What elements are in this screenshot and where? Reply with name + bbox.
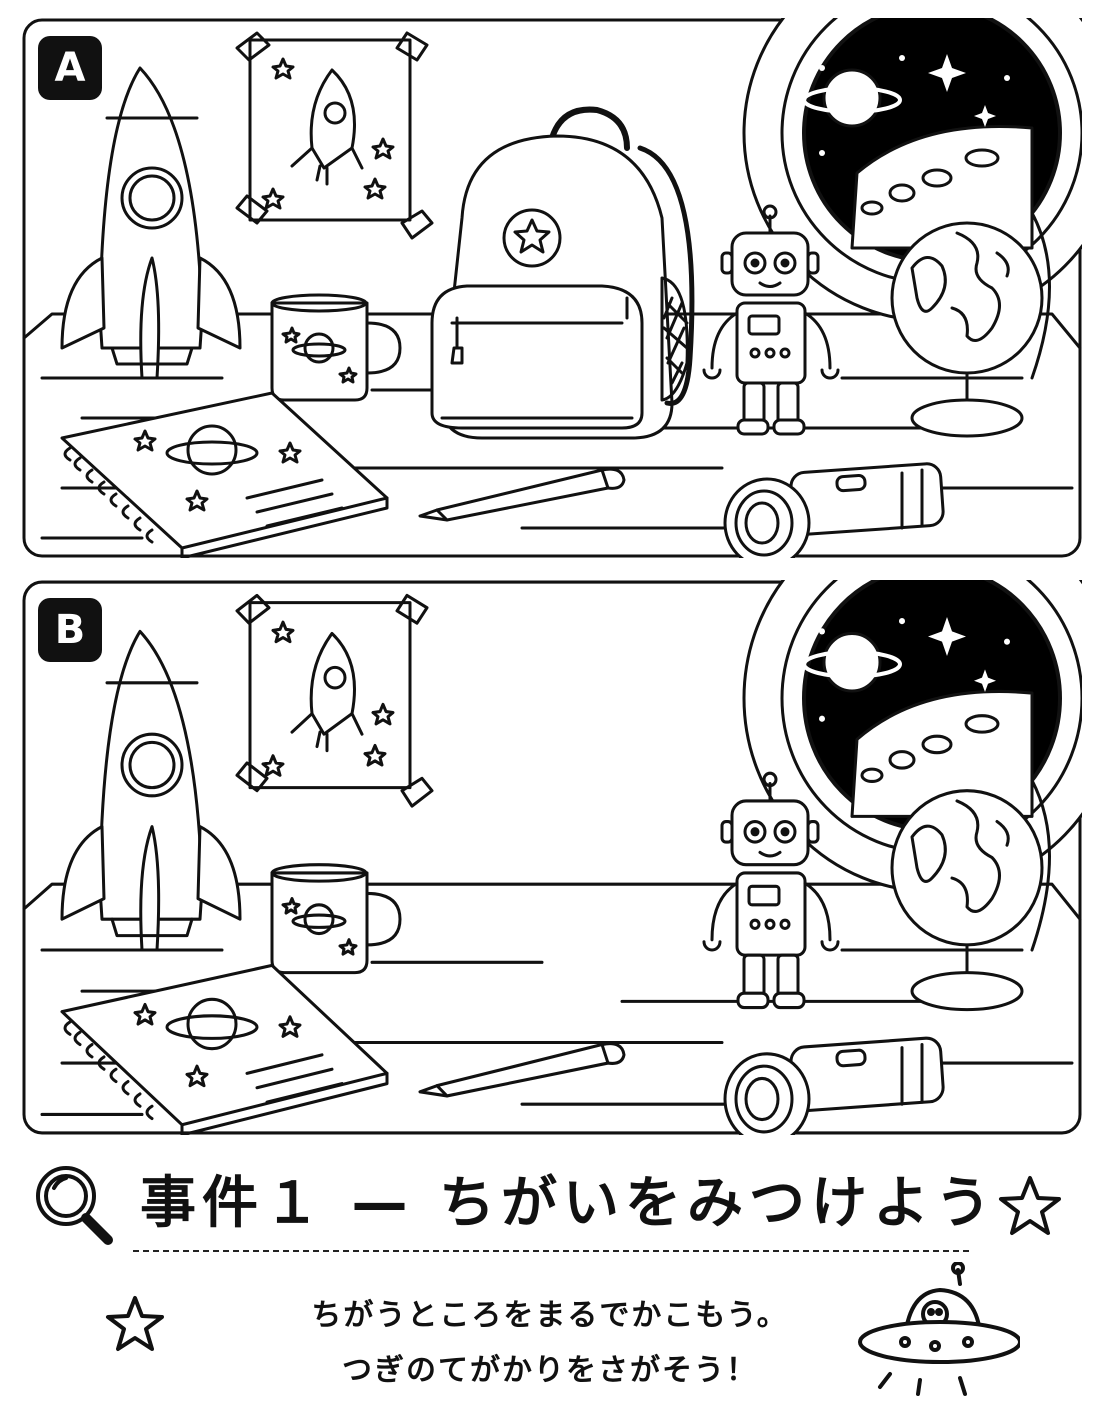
title-row: 事件１ — ちがいをみつけよう [0,1150,1103,1245]
star-icon [999,1176,1061,1235]
ufo-icon [858,1262,1020,1396]
instruction-line-1: ちがうところをまるでかこもう。 [311,1298,789,1333]
panel-label-b: B [38,598,102,662]
instruction-line-2: つぎのてがかりをさがそう！ [342,1353,758,1388]
magnifier-icon [36,1166,113,1245]
panel-label-a: A [38,36,102,100]
scene-illustration-b[interactable] [22,580,1082,1135]
star-icon [106,1296,164,1351]
page-title: 事件１ — ちがいをみつけよう [140,1171,997,1236]
scene-illustration-a[interactable] [22,18,1082,558]
panel-b[interactable]: B [22,580,1082,1135]
panel-a[interactable]: A [22,18,1082,558]
divider [133,1250,969,1252]
